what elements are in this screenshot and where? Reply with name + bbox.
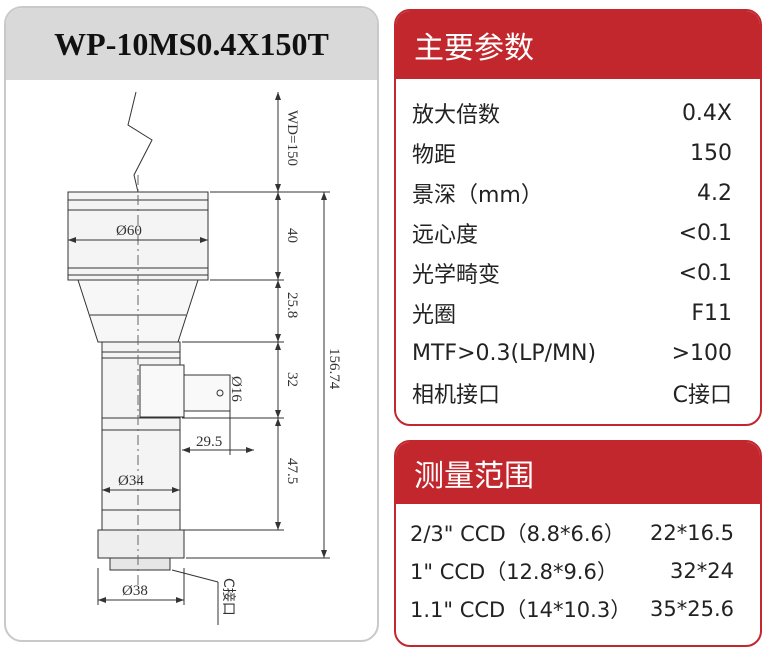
side-port (139, 364, 185, 418)
spec-value: >100 (671, 340, 732, 366)
spec-row: MTF>0.3(LP/MN) >100 (412, 333, 732, 373)
spec-label: 景深（mm） (412, 183, 543, 208)
spec-value: C接口 (672, 383, 732, 408)
label-d60: Ø60 (116, 223, 142, 239)
spec-value: F11 (691, 300, 732, 326)
label-d34: Ø34 (118, 473, 144, 489)
spec-value: <0.1 (678, 220, 732, 246)
label-h47-5: 47.5 (284, 458, 300, 484)
c-mount-thread (109, 557, 171, 571)
object-break-line (127, 91, 153, 193)
spec-row: 光圈 F11 (412, 293, 732, 333)
spec-label: 光圈 (412, 303, 457, 328)
label-d16: Ø16 (228, 376, 244, 402)
spec-value: 0.4X (681, 100, 732, 126)
range-label: 1.1" CCD（14*10.3） (410, 598, 632, 622)
spec-label: 物距 (412, 143, 457, 168)
label-h40: 40 (284, 228, 300, 243)
label-c-mount: C接口 (220, 578, 237, 616)
main-params-list: 放大倍数 0.4X 物距 150 景深（mm） 4.2 远心度 <0.1 光学畸变 <0.… (396, 79, 760, 413)
range-row: 1" CCD（12.8*9.6） 32*24 (410, 552, 734, 590)
label-wd: WD=150 (284, 110, 300, 166)
label-w29-5: 29.5 (196, 434, 222, 450)
measure-range-card: 测量范围 2/3" CCD（8.8*6.6） 22*16.5 1" CCD（12.… (394, 440, 762, 647)
range-value: 35*25.6 (650, 597, 734, 621)
spec-row: 相机接口 C接口 (412, 373, 732, 413)
spec-label: 放大倍数 (412, 103, 501, 128)
lens-lower-tube (101, 417, 181, 531)
spec-row: 景深（mm） 4.2 (412, 173, 732, 213)
range-label: 2/3" CCD（8.8*6.6） (410, 522, 625, 546)
spec-label: 相机接口 (412, 383, 501, 408)
label-d38: Ø38 (122, 583, 148, 599)
spec-value: 150 (690, 140, 732, 166)
spec-row: 光学畸变 <0.1 (412, 253, 732, 293)
range-row: 1.1" CCD（14*10.3） 35*25.6 (410, 590, 734, 628)
spec-value: 4.2 (697, 180, 732, 206)
spec-row: 远心度 <0.1 (412, 213, 732, 253)
spec-label: 远心度 (412, 223, 479, 248)
label-h32: 32 (284, 372, 300, 387)
measure-range-list: 2/3" CCD（8.8*6.6） 22*16.5 1" CCD（12.8*9.6… (396, 504, 760, 628)
side-port-knob (183, 374, 231, 412)
spec-label: 光学畸变 (412, 263, 501, 288)
spec-row: 放大倍数 0.4X (412, 93, 732, 133)
label-h25-8: 25.8 (284, 292, 300, 318)
spec-label: MTF>0.3(LP/MN) (412, 340, 597, 366)
spec-row: 物距 150 (412, 133, 732, 173)
lens-drawing-panel: WP-10MS0.4X150T (4, 6, 379, 642)
lens-diagram: WD=150 Ø60 40 25.8 32 156.74 Ø16 29.5 Ø3… (6, 80, 377, 640)
spec-value: <0.1 (678, 260, 732, 286)
lens-mount-ring (97, 529, 185, 559)
measure-range-title: 测量范围 (396, 442, 760, 504)
range-label: 1" CCD（12.8*9.6） (410, 560, 618, 584)
model-title: WP-10MS0.4X150T (6, 8, 377, 80)
range-value: 32*24 (670, 559, 734, 583)
range-row: 2/3" CCD（8.8*6.6） 22*16.5 (410, 514, 734, 552)
main-params-card: 主要参数 放大倍数 0.4X 物距 150 景深（mm） 4.2 远心度 <0.1 光学… (394, 9, 762, 426)
label-total: 156.74 (326, 348, 342, 390)
range-value: 22*16.5 (650, 521, 734, 545)
main-params-title: 主要参数 (396, 11, 760, 79)
